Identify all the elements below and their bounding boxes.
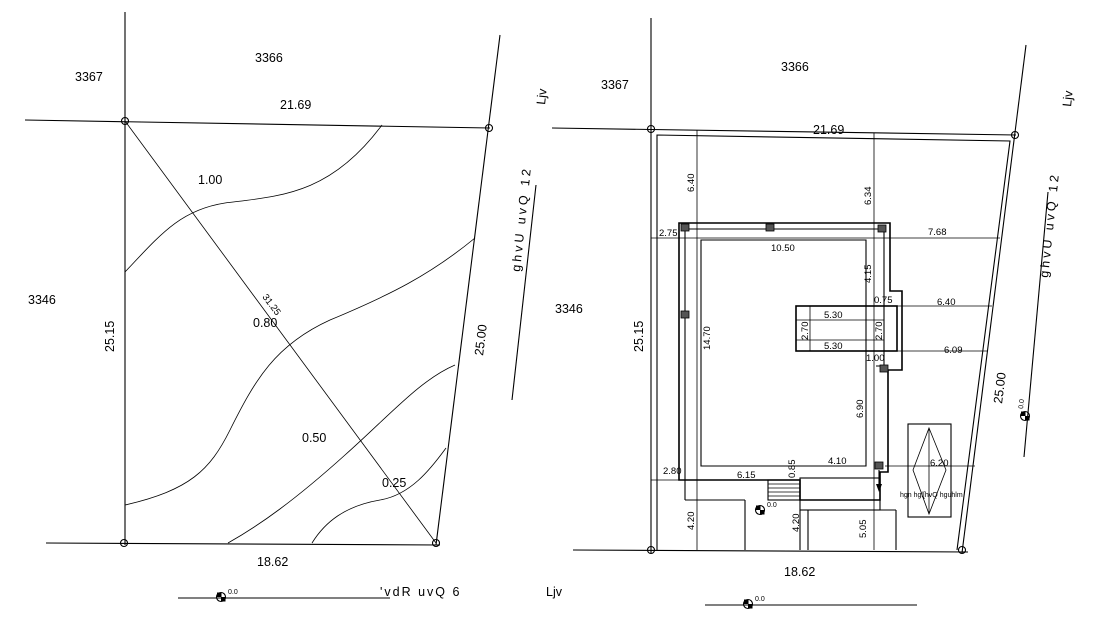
parcel-number-northwest: 3367 [75,70,103,84]
dimension-diagonal: 31.25 [260,292,283,318]
corner-marker [484,123,494,133]
annex-element [907,423,952,518]
left-plan: 3367 3366 3346 21.69 18.62 25.15 25.00 3… [24,12,563,603]
parcel-number-north: 3366 [255,51,283,65]
dim-label: 6.34 [863,187,874,206]
corner-marker [1010,130,1020,140]
svg-text:0.0: 0.0 [1018,399,1026,410]
contour-line [124,237,476,506]
dim-label: 6.15 [737,470,756,481]
corner-marker [120,116,130,126]
contour-label: 0.25 [382,476,406,490]
road-east-label: ghvU uvQ 12 [1037,171,1062,278]
road-south-suffix: Ljv [546,585,563,599]
corner-marker [957,545,967,555]
dim-label: 14.70 [702,326,713,350]
dimension-east: 25.00 [472,324,490,357]
dim-label: 5.30 [824,310,843,321]
corner-marker [646,124,656,134]
dim-label: 6.40 [686,174,697,193]
dim-label: 5.05 [858,520,869,539]
contour-label: 0.80 [253,316,277,330]
room-box [795,305,898,352]
svg-text:0.0: 0.0 [755,596,765,603]
level-marker-gate: 0.0 [754,502,777,516]
dim-label: 6.90 [855,400,866,419]
road-east-suffix: Ljv [534,87,550,105]
dim-label: 2.70 [874,322,885,341]
dim-label: 7.68 [928,227,947,238]
dimension-south: 18.62 [784,565,815,579]
level-marker-south: 0.0 [705,596,917,610]
corner-marker [119,538,129,548]
parcel-number-north: 3366 [781,60,809,74]
contour-label: 0.50 [302,431,326,445]
dimension-west: 25.15 [103,321,117,352]
road-east-suffix: Ljv [1060,89,1076,107]
dim-label: 6.40 [937,297,956,308]
stairs [767,479,801,501]
dimension-west: 25.15 [632,321,646,352]
parcel-number-northwest: 3367 [601,78,629,92]
contour-line [124,124,383,273]
level-marker-value: 0.0 [228,589,238,596]
dimension-south: 18.62 [257,555,288,569]
dim-label: 2.75 [659,228,678,239]
dim-label: 4.15 [863,265,874,284]
dim-label: 2.70 [800,322,811,341]
level-marker-east: 0.0 [1018,399,1031,422]
dim-label: 2.80 [663,466,682,477]
corner-marker [431,538,441,548]
dim-label: 0.75 [874,295,893,306]
annex-label: hgn hgl[hvQ hguhlm [900,492,963,499]
parcel-number-west: 3346 [28,293,56,307]
road-south-label: 'vdR uvQ 6 [380,585,461,599]
contour-line [311,447,447,544]
dimension-north: 21.69 [813,123,844,137]
right-plan: 3367 3366 3346 21.69 18.62 25.15 25.00 6… [551,18,1076,610]
dim-label: 4.20 [791,514,802,533]
column-markers [680,223,889,470]
dimension-east: 25.00 [991,372,1009,405]
contour-label: 1.00 [198,173,222,187]
corner-marker [646,545,656,555]
dimension-north: 21.69 [280,98,311,112]
road-east-label: ghvU uvQ 12 [509,165,534,272]
dim-label: 4.20 [686,512,697,531]
contour-line [227,364,456,544]
svg-text:0.0: 0.0 [767,502,777,509]
dim-label: 6.09 [944,345,963,356]
dim-label: 4.10 [828,456,847,467]
dim-label: 10.50 [771,243,795,254]
dim-label: 6.20 [930,458,949,469]
dim-label: 1.00 [866,353,885,364]
parcel-number-west: 3346 [555,302,583,316]
dim-label: 0.85 [787,460,798,479]
dim-label: 5.30 [824,341,843,352]
